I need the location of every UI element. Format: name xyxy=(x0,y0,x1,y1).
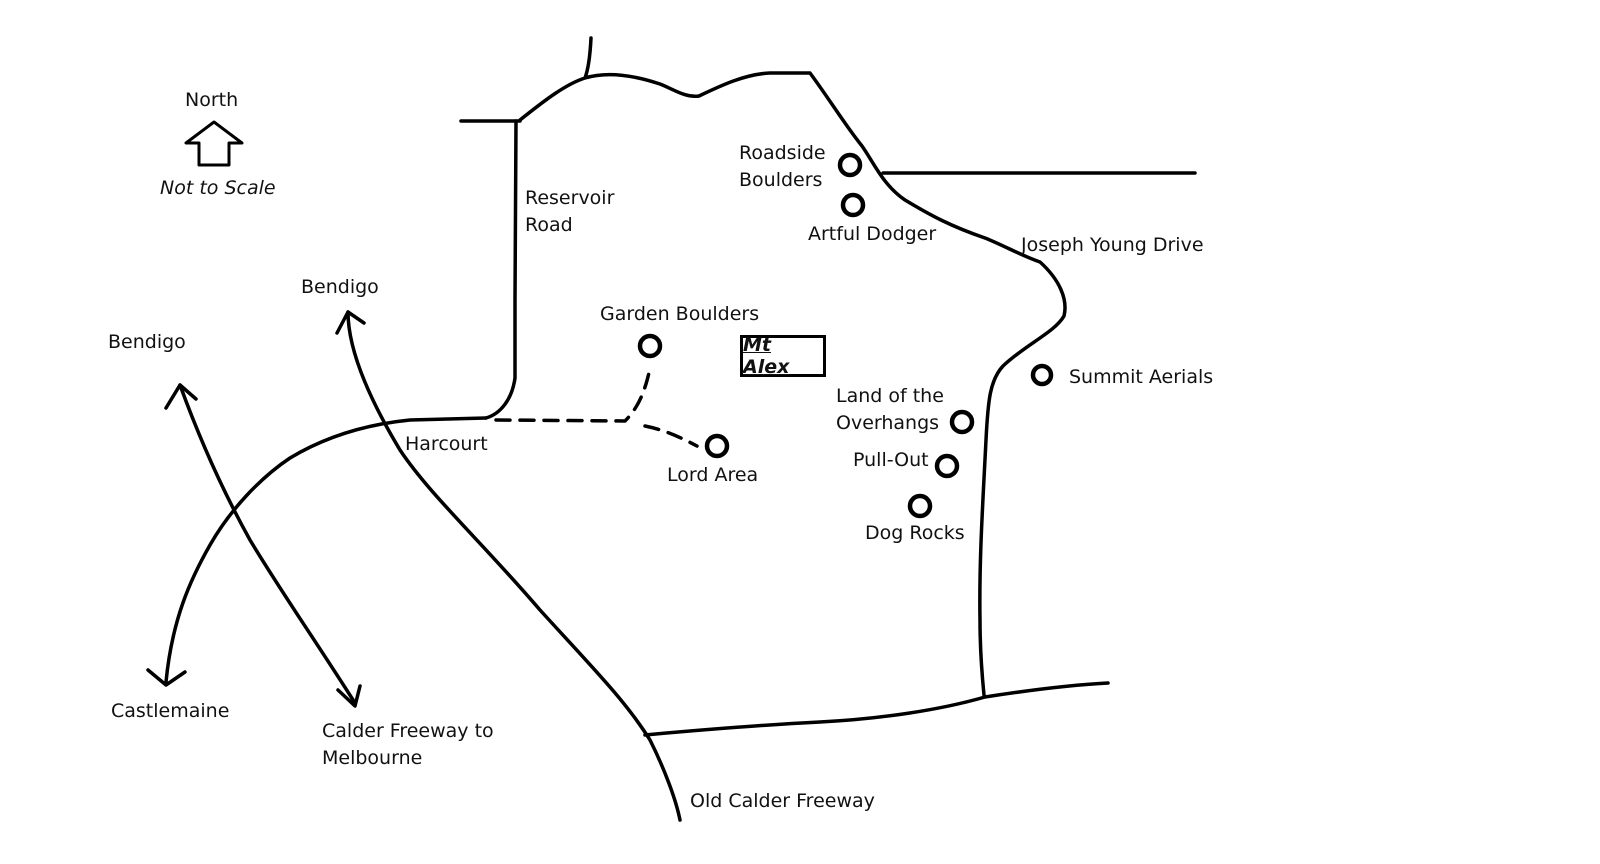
bendigo-west-label: Bendigo xyxy=(108,331,186,353)
reservoir-road-label-line2: Road xyxy=(525,214,573,236)
bendigo-west-arrow-icon xyxy=(164,383,198,410)
castlemaine-label: Castlemaine xyxy=(111,700,230,722)
old-calder-freeway-label: Old Calder Freeway xyxy=(690,790,875,812)
mt-alex-label: Mt Alex xyxy=(740,334,826,378)
circle-marker-icon xyxy=(637,333,663,359)
melbourne-arrow-icon xyxy=(336,684,362,708)
roadside-boulders-label-line1: Roadside xyxy=(739,142,826,164)
reservoir-road-label-line1: Reservoir xyxy=(525,187,615,209)
castlemaine-arrow-icon xyxy=(146,668,187,687)
garden-boulders-label: Garden Boulders xyxy=(600,303,760,325)
summit-aerials-label: Summit Aerials xyxy=(1069,366,1214,388)
land-of-the-overhangs-label-line2: Overhangs xyxy=(836,412,940,434)
roadside-boulders-label-line2: Boulders xyxy=(739,169,823,191)
calder-freeway-road xyxy=(178,383,357,705)
harcourt-label: Harcourt xyxy=(405,433,488,455)
pull-out-label: Pull-Out xyxy=(853,449,929,471)
bendigo-east-arrow-icon xyxy=(335,310,366,335)
markers xyxy=(637,152,1054,519)
circle-marker-icon xyxy=(1030,363,1054,387)
castlemaine-harcourt-road xyxy=(164,416,488,684)
land-of-the-overhangs-label-line1: Land of the xyxy=(836,385,944,407)
joseph-young-drive-label: Joseph Young Drive xyxy=(1021,234,1204,256)
track-garden-boulders xyxy=(494,366,652,423)
circle-marker-icon xyxy=(704,433,730,459)
old-calder-freeway-road xyxy=(346,310,682,822)
north-arrow-icon xyxy=(184,120,244,167)
reservoir-road xyxy=(484,119,518,420)
circle-marker-icon xyxy=(949,409,975,435)
calder-freeway-label-line1: Calder Freeway to xyxy=(322,720,494,742)
bendigo-east-label: Bendigo xyxy=(301,276,379,298)
circle-marker-icon xyxy=(934,453,960,479)
south-road xyxy=(643,681,1110,737)
calder-freeway-label-line2: Melbourne xyxy=(322,747,423,769)
dog-rocks-label: Dog Rocks xyxy=(865,522,965,544)
circle-marker-icon xyxy=(837,152,863,178)
joseph-young-drive-road xyxy=(518,36,1067,697)
scale-note: Not to Scale xyxy=(160,177,276,199)
north-label: North xyxy=(185,89,239,111)
circle-marker-icon xyxy=(907,493,933,519)
circle-marker-icon xyxy=(840,192,866,218)
lord-area-label: Lord Area xyxy=(667,464,759,486)
artful-dodger-label: Artful Dodger xyxy=(808,223,937,245)
track-lord-area xyxy=(643,424,699,448)
